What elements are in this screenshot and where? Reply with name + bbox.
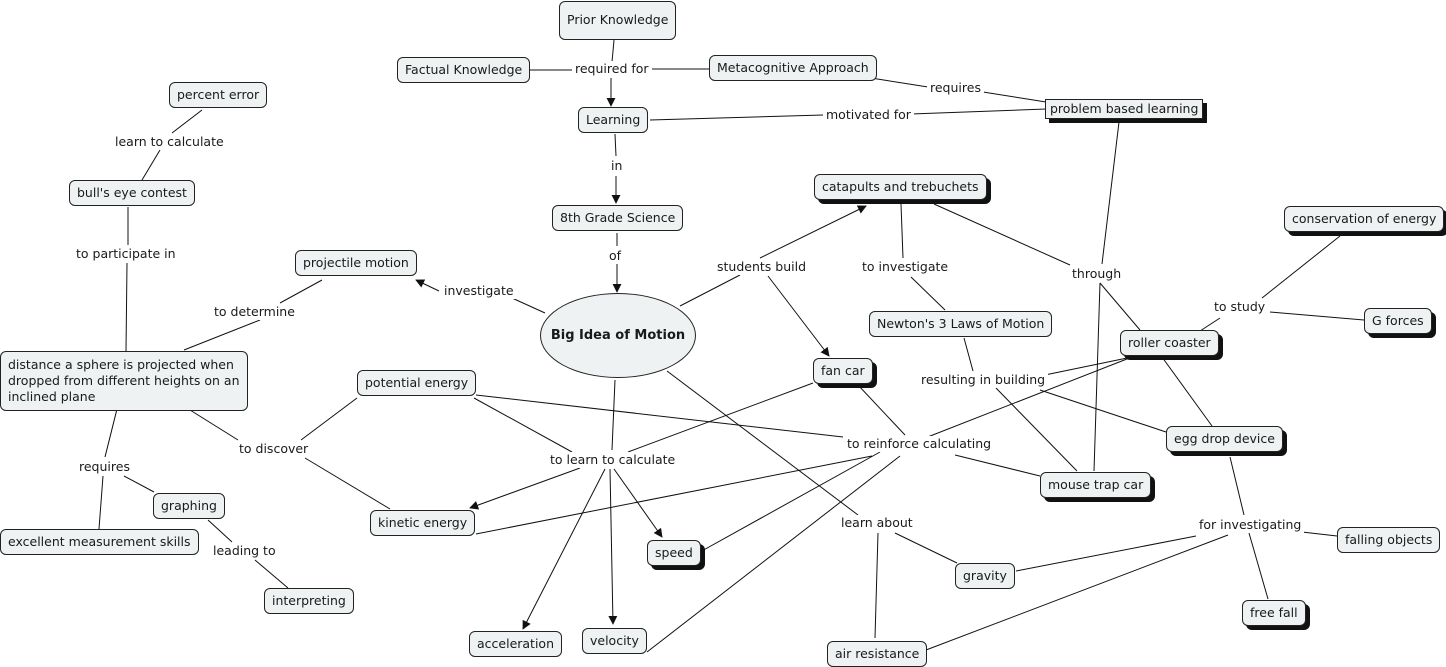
link-label-in: in [608, 158, 626, 174]
link-label-to-study: to study [1211, 299, 1269, 315]
node-velocity[interactable]: velocity [582, 628, 647, 654]
link-label-to-participate-in: to participate in [73, 246, 179, 262]
link-label-through: through [1069, 266, 1125, 282]
link-label-to-reinforce-calculating: to reinforce calculating [844, 436, 995, 452]
link-label-to-investigate: to investigate [859, 259, 952, 275]
link-label-motivated-for: motivated for [823, 107, 914, 123]
node-potential-energy[interactable]: potential energy [357, 370, 477, 396]
link-label-requires-left: requires [76, 459, 133, 475]
node-gravity[interactable]: gravity [955, 563, 1015, 589]
node-projectile-motion[interactable]: projectile motion [295, 250, 417, 276]
node-acceleration[interactable]: acceleration [469, 631, 563, 657]
link-label-requires: requires [927, 80, 984, 96]
node-big-idea-of-motion[interactable]: Big Idea of Motion [540, 293, 696, 378]
node-8th-grade-science[interactable]: 8th Grade Science [552, 205, 684, 231]
node-bulls-eye-contest[interactable]: bull's eye contest [69, 180, 195, 206]
node-problem-based-learning[interactable]: problem based learning [1045, 99, 1204, 119]
node-distance-sphere-projected[interactable]: distance a sphere is projected when drop… [0, 351, 248, 411]
link-label-resulting-in-building: resulting in building [918, 372, 1049, 388]
link-label-investigate: investigate [441, 283, 517, 299]
node-learning[interactable]: Learning [578, 107, 649, 133]
node-falling-objects[interactable]: falling objects [1337, 527, 1441, 553]
node-factual-knowledge[interactable]: Factual Knowledge [397, 57, 531, 83]
link-label-students-build: students build [714, 259, 810, 275]
node-prior-knowledge[interactable]: Prior Knowledge [559, 1, 677, 40]
node-fan-car[interactable]: fan car [813, 358, 873, 384]
node-free-fall[interactable]: free fall [1242, 600, 1306, 626]
link-label-for-investigating: for investigating [1196, 517, 1305, 533]
link-label-to-discover: to discover [236, 441, 312, 457]
node-conservation-of-energy[interactable]: conservation of energy [1284, 206, 1445, 232]
node-roller-coaster[interactable]: roller coaster [1120, 330, 1219, 356]
link-label-learn-to-calculate: learn to calculate [112, 134, 227, 150]
node-catapults-and-trebuchets[interactable]: catapults and trebuchets [814, 174, 987, 200]
node-newtons-3-laws[interactable]: Newton's 3 Laws of Motion [869, 311, 1053, 337]
node-g-forces[interactable]: G forces [1364, 308, 1432, 334]
node-air-resistance[interactable]: air resistance [827, 641, 928, 667]
node-interpreting[interactable]: interpreting [264, 588, 354, 614]
node-egg-drop-device[interactable]: egg drop device [1166, 426, 1283, 452]
link-label-of: of [606, 248, 625, 264]
node-mouse-trap-car[interactable]: mouse trap car [1040, 472, 1152, 498]
link-label-to-determine: to determine [211, 304, 298, 320]
link-label-leading-to: leading to [210, 543, 279, 559]
node-metacognitive-approach[interactable]: Metacognitive Approach [709, 55, 877, 81]
node-graphing[interactable]: graphing [153, 493, 225, 519]
link-label-required-for: required for [572, 61, 652, 77]
node-speed[interactable]: speed [647, 540, 701, 566]
node-excellent-measurement-skills[interactable]: excellent measurement skills [0, 529, 199, 555]
node-percent-error[interactable]: percent error [169, 82, 268, 108]
link-label-learn-about: learn about [838, 515, 916, 531]
node-kinetic-energy[interactable]: kinetic energy [370, 510, 476, 536]
link-label-to-learn-to-calculate: to learn to calculate [547, 452, 679, 468]
